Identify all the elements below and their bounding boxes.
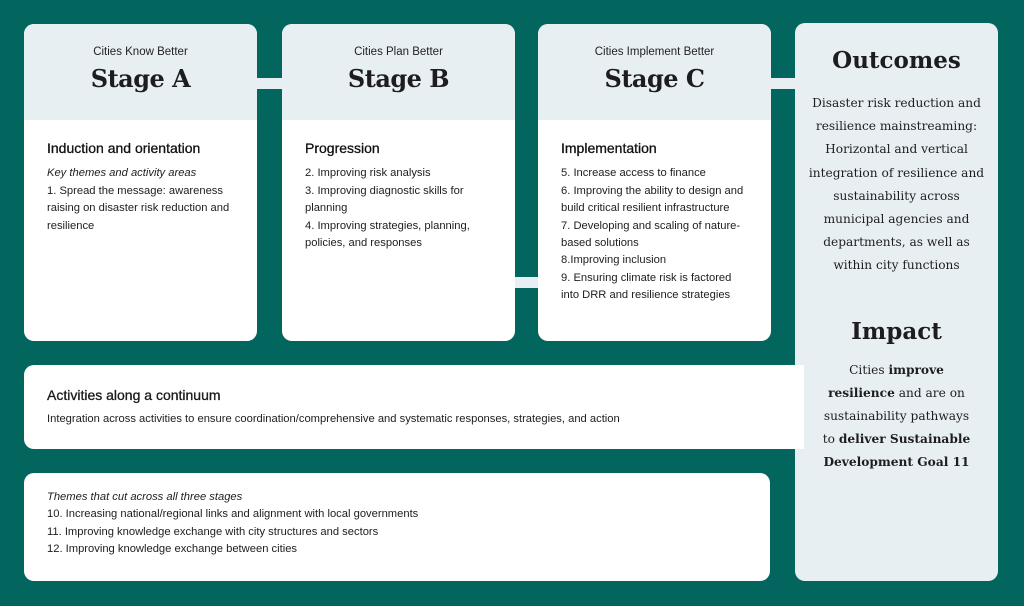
continuum-box: Activities along a continuum Integration… — [24, 365, 804, 449]
list-item: 12. Improving knowledge exchange between… — [47, 543, 298, 556]
stage-title: Stage A — [90, 64, 191, 93]
stage-heading: Progression — [305, 140, 380, 156]
continuum-text: Integration across activities to ensure … — [47, 413, 620, 425]
stage-subtitle: Cities Implement Better — [594, 46, 715, 58]
continuum-title: Activities along a continuum — [47, 387, 221, 403]
list-item: 9. Ensuring climate risk is factored int… — [561, 271, 732, 302]
impact-title: Impact — [851, 317, 942, 345]
list-item: 1. Spread the message: awareness raising… — [47, 184, 230, 232]
outcomes-title: Outcomes — [832, 47, 961, 74]
list-item: 2. Improving risk analysis — [305, 167, 431, 180]
themes-box: Themes that cut across all three stages … — [24, 473, 770, 581]
impact-text: Cities improve resilience and are on sus… — [822, 362, 971, 470]
connector-a-b — [257, 78, 282, 89]
stage-heading: Induction and orientation — [47, 140, 201, 156]
stage-title: Stage C — [604, 64, 705, 93]
themes-intro: Themes that cut across all three stages — [47, 491, 243, 503]
stage-heading: Implementation — [561, 140, 657, 156]
list-item: 8.Improving inclusion — [561, 254, 667, 267]
list-item: 11. Improving knowledge exchange with ci… — [47, 525, 379, 538]
list-item: 7. Developing and scaling of nature-base… — [561, 219, 741, 250]
list-item: 10. Increasing national/regional links a… — [47, 508, 419, 521]
stage-subtitle: Cities Plan Better — [354, 46, 443, 58]
list-item: 5. Increase access to finance — [561, 167, 706, 180]
outcomes-text: Disaster risk reduction and resilience m… — [808, 96, 985, 273]
outcomes-panel: Outcomes Disaster risk reduction and res… — [795, 23, 998, 581]
stage-title: Stage B — [347, 64, 450, 93]
list-item: 3. Improving diagnostic skills for plann… — [305, 184, 464, 215]
stage-subtitle: Cities Know Better — [93, 46, 188, 58]
connector-b-c — [514, 277, 538, 288]
list-item: 4. Improving strategies, planning, polic… — [305, 219, 470, 250]
connector-c-outcomes — [770, 78, 795, 89]
list-item: 6. Improving the ability to design and b… — [561, 184, 744, 215]
stage-intro: Key themes and activity areas — [47, 167, 197, 180]
